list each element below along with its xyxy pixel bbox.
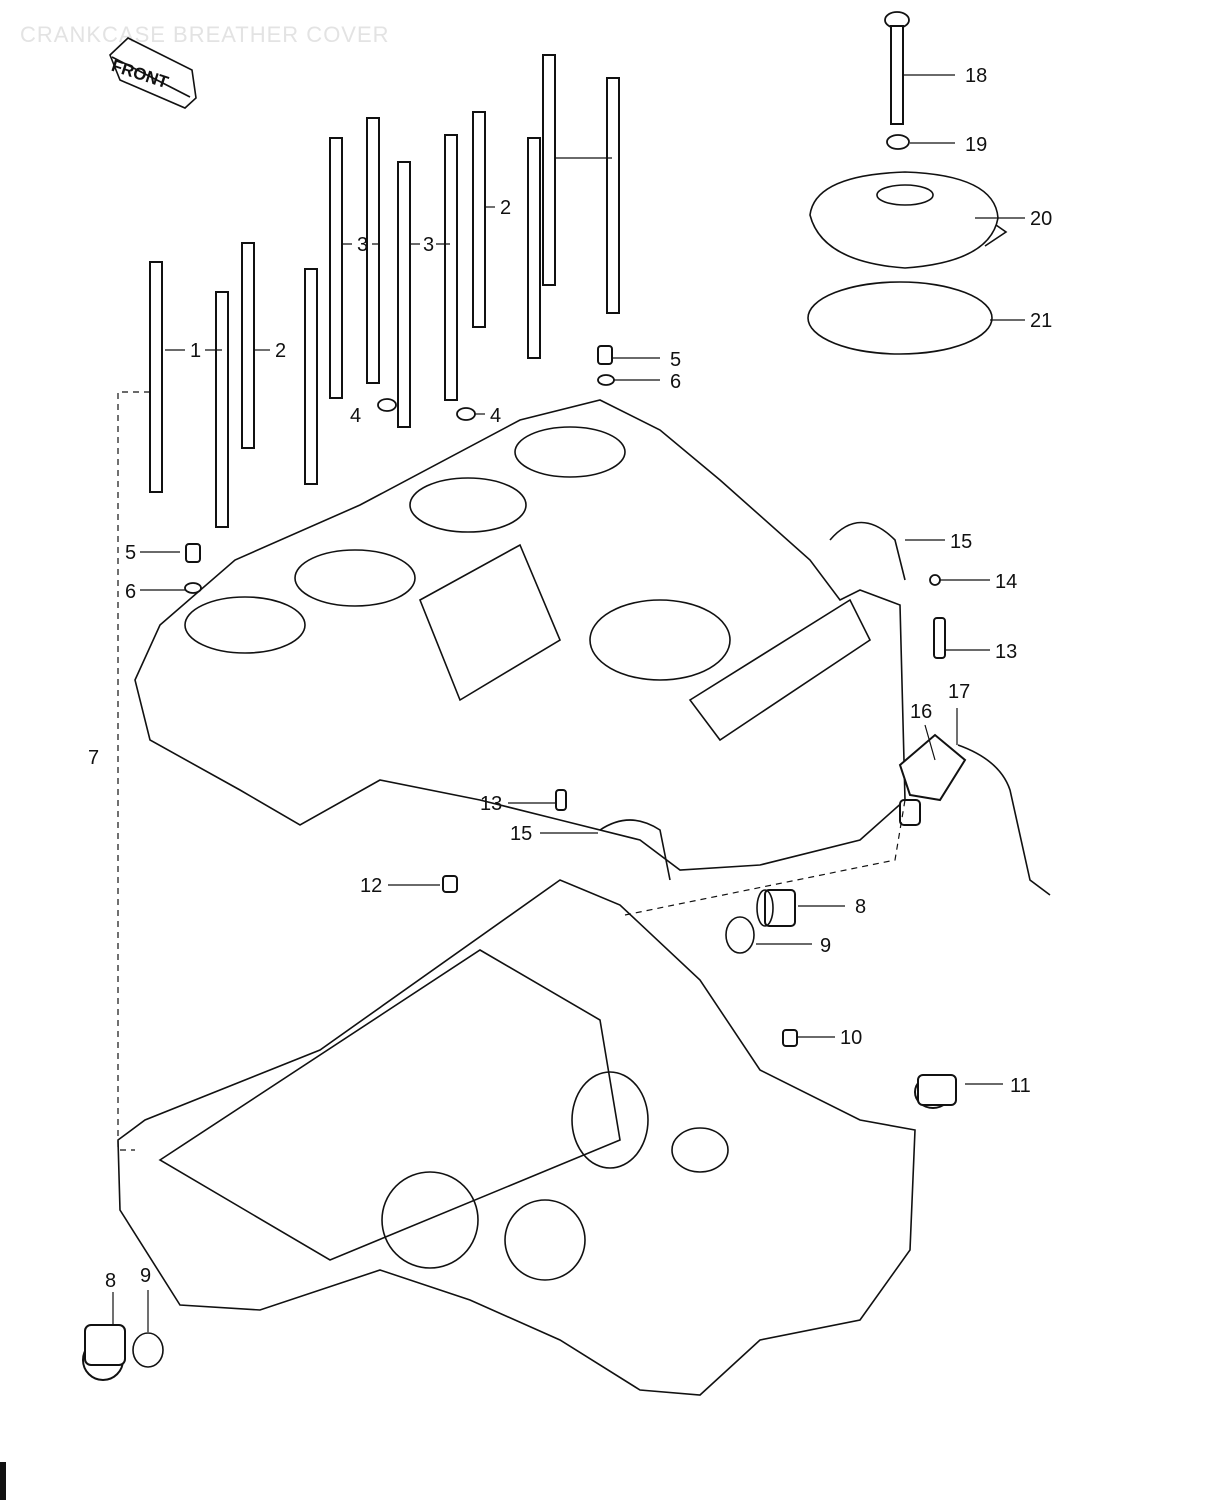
callout-14: 14 (995, 571, 1017, 593)
bearing-shell-lower (599, 819, 671, 881)
callout-13a: 13 (995, 641, 1017, 663)
pin (929, 574, 941, 586)
switch-lead (957, 744, 1051, 896)
callout-3a: 3 (357, 234, 368, 256)
stud-bolts-group (149, 54, 620, 528)
small-fittings-group (184, 345, 615, 594)
callout-17: 17 (948, 681, 970, 703)
cover-washer (886, 134, 910, 150)
callout-9a: 9 (820, 935, 831, 957)
plug-ten (782, 1029, 798, 1047)
dowel-pin-upper (933, 617, 946, 659)
callout-6a: 6 (670, 371, 681, 393)
diagram-title: CRANKCASE BREATHER COVER (20, 22, 390, 47)
dowel-pin-lower (555, 789, 567, 811)
callout-8b: 8 (105, 1270, 116, 1292)
callout-10: 10 (840, 1027, 862, 1049)
leader-lines (112, 74, 1025, 1332)
callout-6b: 6 (125, 581, 136, 603)
lower-crankcase (117, 879, 916, 1396)
callout-2a: 2 (275, 340, 286, 362)
gasket-left (132, 1332, 164, 1368)
callout-12: 12 (360, 875, 382, 897)
callout-11: 11 (1010, 1075, 1031, 1097)
callout-labels: 18 19 20 21 1 2 2 3 3 4 4 5 6 5 6 7 15 1… (88, 65, 1052, 1292)
callout-4a: 4 (350, 405, 361, 427)
filler-plug (914, 1074, 957, 1109)
callout-15a: 15 (950, 531, 972, 553)
callout-3b: 3 (423, 234, 434, 256)
callout-21: 21 (1030, 310, 1052, 332)
corner-mark (0, 1462, 6, 1500)
drain-plug-right (756, 889, 796, 927)
gasket-right (725, 916, 755, 954)
front-arrow-icon (109, 37, 197, 109)
oil-pressure-switch (898, 733, 967, 826)
callout-5a: 5 (670, 349, 681, 371)
breather-cover (809, 171, 1008, 269)
callout-19: 19 (965, 134, 987, 156)
plug-small (442, 875, 458, 893)
assembly-bracket (117, 391, 150, 1151)
upper-crankcase (134, 399, 906, 871)
callout-4b: 4 (490, 405, 501, 427)
o-ring (807, 281, 993, 355)
cover-bolt (884, 11, 910, 125)
callout-16: 16 (910, 701, 932, 723)
callout-18: 18 (965, 65, 987, 87)
bearing-shell-upper (829, 521, 906, 581)
callout-2b: 2 (500, 197, 511, 219)
callout-15b: 15 (510, 823, 532, 845)
callout-13b: 13 (480, 793, 502, 815)
callout-7: 7 (88, 747, 99, 769)
callout-9b: 9 (140, 1265, 151, 1287)
callout-20: 20 (1030, 208, 1052, 230)
drain-plug-left (82, 1324, 126, 1381)
callout-8a: 8 (855, 896, 866, 918)
callout-1: 1 (190, 340, 201, 362)
callout-5b: 5 (125, 542, 136, 564)
